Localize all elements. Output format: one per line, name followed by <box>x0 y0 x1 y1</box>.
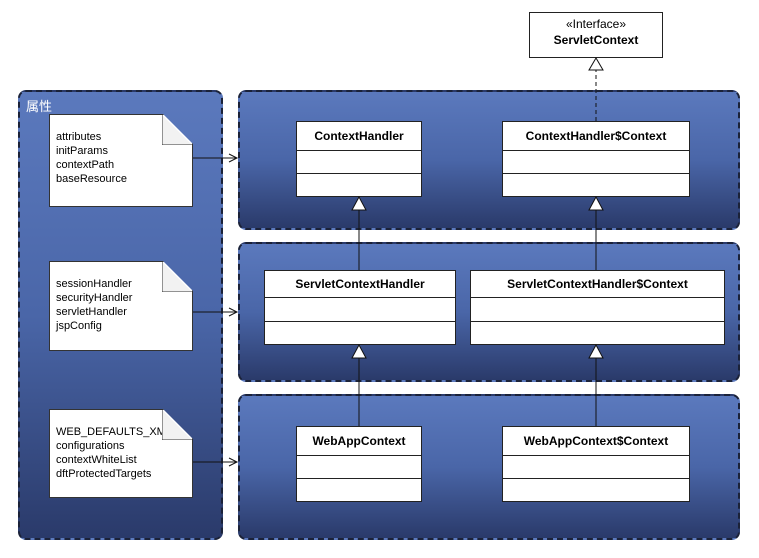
note-line: WEB_DEFAULTS_XML <box>56 426 172 438</box>
note-line: baseResource <box>56 173 127 185</box>
note-fold-icon <box>162 410 192 440</box>
note-line: contextWhiteList <box>56 454 137 466</box>
note-fold-icon <box>162 262 192 292</box>
context-handler-context-class: ContextHandler$Context <box>502 121 690 197</box>
servlet-context-handler-class: ServletContextHandler <box>264 270 456 345</box>
webapp-context-class: WebAppContext <box>296 426 422 502</box>
servlet-context-interface: «Interface» ServletContext <box>529 12 663 58</box>
interface-stereotype: «Interface» <box>565 17 627 31</box>
note-webapp-context-fields: WEB_DEFAULTS_XML configurations contextW… <box>49 409 193 498</box>
note-line: servletHandler <box>56 306 127 318</box>
note-servlet-context-handler-fields: sessionHandler securityHandler servletHa… <box>49 261 193 351</box>
class-attributes-section <box>297 456 421 479</box>
realization-arrowhead-icon <box>588 57 604 71</box>
note-line: contextPath <box>56 159 115 171</box>
class-attributes-section <box>471 298 724 322</box>
note-line: dftProtectedTargets <box>56 468 152 480</box>
attributes-panel-label: 属性 <box>26 99 53 114</box>
generalization-arrowhead-icon <box>351 195 367 211</box>
note-line: attributes <box>56 131 102 143</box>
note-line: configurations <box>56 440 125 452</box>
class-attributes-section <box>265 298 455 322</box>
open-arrowhead-icon <box>228 457 239 467</box>
servlet-context-handler-context-class: ServletContextHandler$Context <box>470 270 725 345</box>
class-attributes-section <box>503 456 689 479</box>
class-name: ServletContextHandler$Context <box>471 271 724 298</box>
generalization-arrowhead-icon <box>588 195 604 211</box>
note-line: securityHandler <box>56 292 133 304</box>
generalization-arrowhead-icon <box>351 343 367 359</box>
class-name: ServletContextHandler <box>265 271 455 298</box>
note-line: initParams <box>56 145 108 157</box>
open-arrowhead-icon <box>228 307 239 317</box>
class-name: ContextHandler <box>297 122 421 151</box>
interface-name: ServletContext <box>553 33 639 47</box>
webapp-context-context-class: WebAppContext$Context <box>502 426 690 502</box>
note-context-handler-fields: attributes initParams contextPath baseRe… <box>49 114 193 207</box>
class-attributes-section <box>297 151 421 174</box>
class-name: WebAppContext <box>297 427 421 456</box>
open-arrowhead-icon <box>228 153 239 163</box>
class-attributes-section <box>503 151 689 174</box>
note-fold-icon <box>162 115 192 145</box>
note-line: jspConfig <box>56 320 102 332</box>
class-name: ContextHandler$Context <box>503 122 689 151</box>
note-line: sessionHandler <box>56 278 132 290</box>
context-handler-class: ContextHandler <box>296 121 422 197</box>
generalization-arrowhead-icon <box>588 343 604 359</box>
class-name: WebAppContext$Context <box>503 427 689 456</box>
